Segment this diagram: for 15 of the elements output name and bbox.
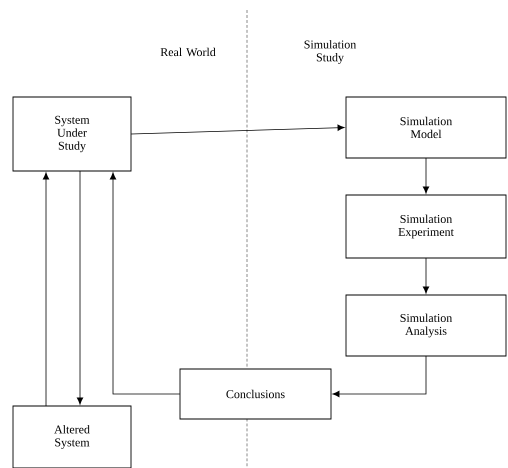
process-box: System Under Study — [12, 96, 132, 172]
process-box: Altered System — [12, 406, 132, 468]
arrow — [110, 172, 180, 394]
arrow — [76, 171, 84, 404]
process-box: Conclusions — [180, 368, 332, 420]
arrow — [422, 258, 430, 294]
arrow — [42, 172, 50, 406]
process-box: Simulation Analysis — [346, 294, 506, 356]
region-label: Simulation Study — [304, 40, 356, 64]
process-box: Simulation Model — [346, 96, 506, 158]
arrow — [131, 124, 345, 134]
arrow — [332, 356, 426, 398]
process-box: Simulation Experiment — [346, 194, 506, 258]
arrow — [422, 158, 430, 194]
region-label: Real World — [160, 48, 216, 56]
